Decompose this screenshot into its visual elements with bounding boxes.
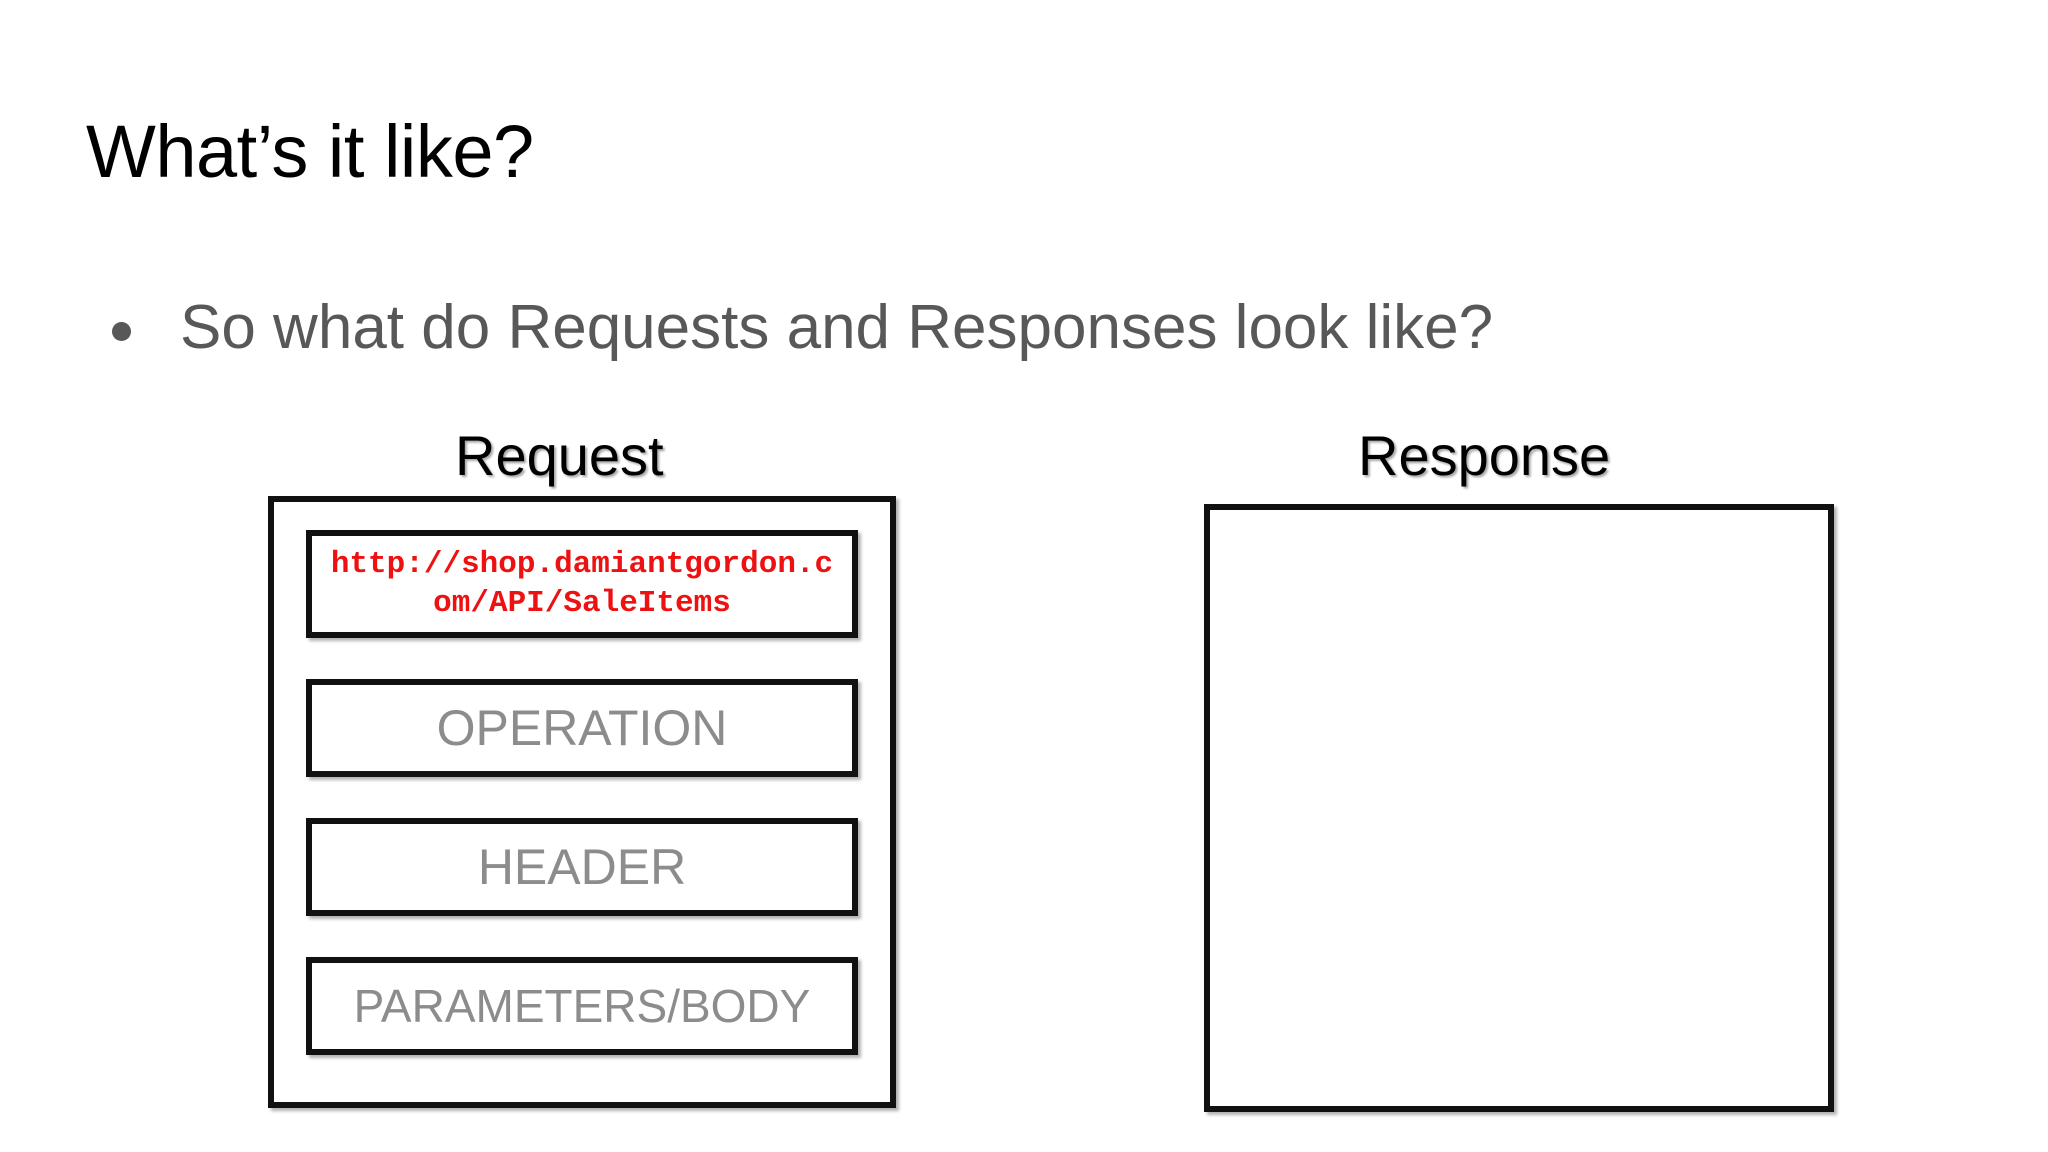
page-title: What’s it like? xyxy=(86,110,534,193)
request-url-field: http://shop.damiantgordon.com/API/SaleIt… xyxy=(306,530,858,638)
request-url-text: http://shop.damiantgordon.com/API/SaleIt… xyxy=(330,547,834,621)
response-container xyxy=(1204,504,1834,1112)
bullet-list-item: So what do Requests and Responses look l… xyxy=(112,292,1493,364)
request-operation-field: OPERATION xyxy=(306,679,858,777)
request-column-caption: Request xyxy=(455,424,664,487)
request-operation-label: OPERATION xyxy=(436,700,728,756)
request-container: http://shop.damiantgordon.com/API/SaleIt… xyxy=(268,496,896,1108)
bullet-dot-icon xyxy=(112,321,131,341)
request-parameters-body-label: PARAMETERS/BODY xyxy=(353,980,811,1032)
request-header-label: HEADER xyxy=(477,839,687,895)
request-parameters-body-field: PARAMETERS/BODY xyxy=(306,957,858,1055)
response-column-caption: Response xyxy=(1358,424,1611,487)
request-header-field: HEADER xyxy=(306,818,858,916)
bullet-item-label: So what do Requests and Responses look l… xyxy=(180,293,1494,362)
